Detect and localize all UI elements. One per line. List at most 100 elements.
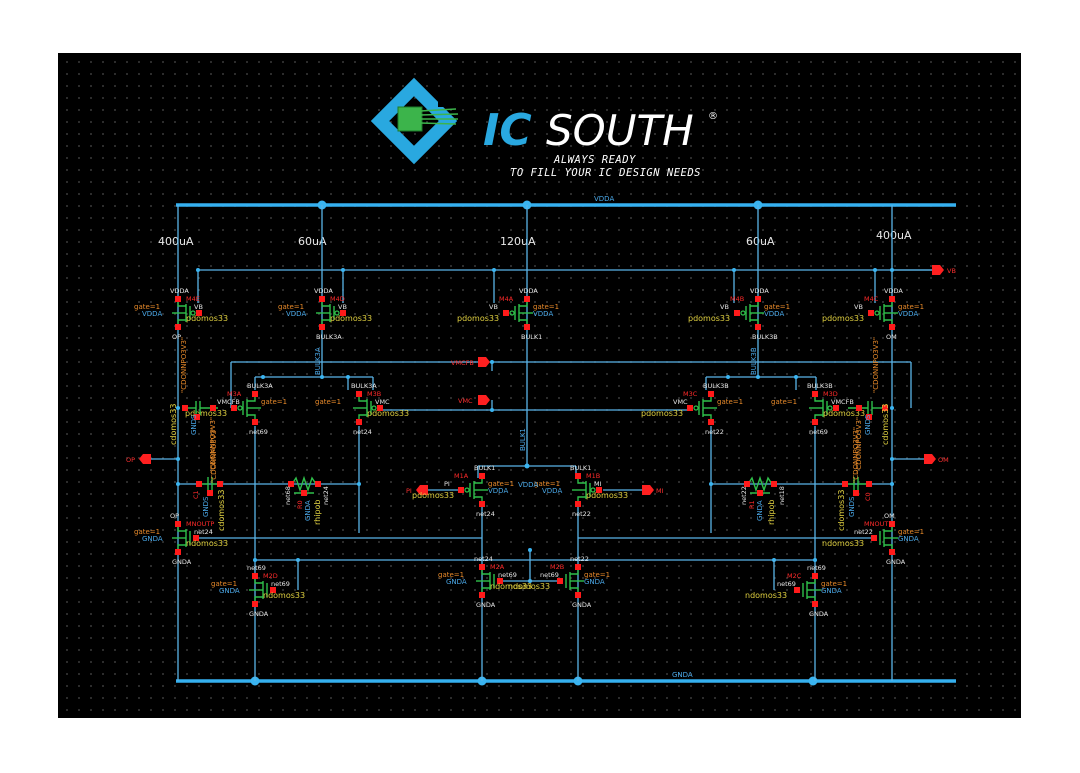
c0-model: cdomos33 (837, 490, 846, 531)
transistor-name: M1B (586, 472, 600, 480)
resistor-r1[interactable]: net22 net18 R1 GNDA rhipob (740, 475, 786, 525)
capacitor-c3[interactable]: "CDONNPO3V3" GNDS cdomos33 "CDONNPO3V3" (848, 337, 890, 483)
pin-g (270, 587, 276, 593)
c1-model: cdomos33 (217, 490, 226, 531)
transistor-bottom-net: GNDA (476, 601, 496, 609)
transistor-bulk: GNDA (584, 578, 605, 586)
transistor-bottom-net: net24 (353, 428, 372, 436)
pin-g (231, 405, 237, 411)
transistor-model: pdomos33 (457, 314, 499, 323)
transistor-bottom-net: net69 (809, 428, 828, 436)
pin-d (575, 564, 581, 570)
pin-vmc[interactable]: VMC (458, 395, 490, 405)
r1-net-b: net18 (778, 486, 786, 505)
capacitor-c2[interactable]: "CDONNPO3V3" GNDS cdomos33 "CDONNPO3V3" (169, 337, 218, 483)
transistor-bulk: GNDA (446, 578, 467, 586)
transistor-param: gate=1 (717, 398, 743, 406)
pin-d (889, 521, 895, 527)
pin-d (175, 296, 181, 302)
transistor-model: ndomos33 (263, 591, 305, 600)
branch-current-3: 120uA (500, 235, 536, 248)
pin-g (868, 310, 874, 316)
c1-sub: GNDS (202, 496, 210, 517)
pin-pi[interactable]: PI (406, 485, 458, 495)
pin-om[interactable]: OM (924, 454, 949, 464)
transistor-top-net: net69 (247, 564, 266, 572)
transistor-name: M3B (367, 390, 381, 398)
pin-vmcfb[interactable]: VMCFB (451, 357, 490, 367)
resistor-r0[interactable]: net68 net24 R0 GNDA rhipob (284, 475, 330, 525)
gnda-bus[interactable]: GNDA (176, 671, 956, 686)
r0-net-a: net68 (284, 486, 292, 505)
transistor-bulk: GNDA (142, 535, 163, 543)
capacitor-c1[interactable]: "CDONNPO3V3" GNDS C1 cdomos33 (192, 417, 226, 531)
transistor-name: M3C (683, 390, 698, 398)
pin-vmc-label: VMC (458, 397, 473, 405)
transistor-top-net: BULK3B (807, 382, 833, 390)
transistor-model: ndomos33 (822, 539, 864, 548)
pin-d (524, 296, 530, 302)
vdda-bus[interactable]: VDDA (176, 195, 956, 210)
capacitor-c0[interactable]: "CDONNPO3V3" GNDS C0 cdomos33 (837, 417, 872, 531)
transistor-bulk: VDDA (533, 310, 553, 318)
c0-name: C0 (864, 492, 872, 501)
transistor-top-net: OM (884, 512, 895, 520)
transistor-param: gate=1 (134, 528, 160, 536)
transistor-bottom-net: net69 (249, 428, 268, 436)
transistor-top-net: OP (170, 512, 179, 520)
pin-d (479, 564, 485, 570)
transistor-bottom-net: GNDA (809, 610, 829, 618)
logo-mark-icon (370, 77, 459, 165)
transistor-bottom-net: net22 (572, 510, 591, 518)
net-label-vdda-m1: VDDA (518, 481, 538, 489)
transistor-gate-net: VB (338, 303, 347, 311)
pin-vb[interactable]: VB (932, 265, 956, 275)
pin-g (557, 578, 563, 584)
c0-sub: GNDS (848, 496, 856, 517)
transistor-name: M4A (499, 295, 514, 303)
transistor-param: gate=1 (278, 303, 304, 311)
pin-s (175, 324, 181, 330)
transistor-model: pdomos33 (823, 409, 865, 418)
pin-op[interactable]: OP (126, 454, 151, 464)
pin-d (175, 521, 181, 527)
transistor-name: M4C (864, 295, 879, 303)
pin-g (377, 405, 383, 411)
net-label-bulk3b: BULK3B (750, 347, 758, 375)
pin-s (175, 549, 181, 555)
transistor-bottom-net: GNDA (886, 558, 906, 566)
transistor-bottom-net: net24 (476, 510, 495, 518)
pin-s (319, 324, 325, 330)
pin-mi[interactable]: MI (603, 485, 664, 495)
transistor-name: M1A (454, 472, 469, 480)
pin-om-label: OM (938, 456, 949, 464)
pin-d (755, 296, 761, 302)
pin-s (252, 601, 258, 607)
schematic-canvas[interactable]: IC SOUTH ® ALWAYS READY TO FILL YOUR IC … (58, 53, 1021, 718)
transistor-param: gate=1 (315, 398, 341, 406)
transistor-bottom-net: net22 (705, 428, 724, 436)
pin-g (871, 535, 877, 541)
c3-sub: GNDS (864, 414, 872, 435)
c2-param: "CDONNPO3V3" (180, 337, 188, 393)
transistor-param: gate=1 (898, 303, 924, 311)
transistor-gate-net: VB (720, 303, 729, 311)
